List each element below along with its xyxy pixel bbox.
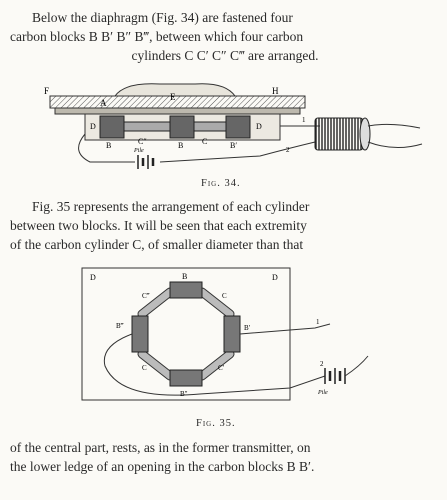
carbon-block (169, 115, 195, 139)
text-line: the lower ledge of an opening in the car… (10, 459, 315, 474)
label-E: E (170, 92, 176, 102)
figure-34-diagram: F A E H D D B C″ B C B′ 1 2 Pile (44, 83, 423, 169)
carbon-block (223, 315, 241, 353)
label-C: C (202, 137, 207, 146)
text-line: of the carbon cylinder C, of smaller dia… (10, 237, 304, 252)
induction-coil (314, 117, 364, 151)
text-line: Fig. 35 represents the arrangement of ea… (32, 199, 310, 214)
label-1: 1 (302, 116, 306, 124)
wire (103, 333, 326, 396)
paragraph-fig35-intro: Fig. 35 represents the arrangement of ea… (10, 197, 440, 254)
carbon-block (169, 369, 203, 387)
paragraph-intro: Below the diaphragm (Fig. 34) are fasten… (10, 8, 440, 65)
label-D: D (256, 122, 262, 131)
carbon-block (99, 115, 125, 139)
label-B: B (178, 141, 183, 150)
label-2: 2 (286, 146, 290, 154)
carbon-block (169, 281, 203, 299)
wire (367, 141, 423, 148)
label-B: B (182, 272, 187, 281)
text-line: carbon blocks B B′ B″ B‴, between which … (10, 29, 304, 44)
figure-35-caption: Fig. 35. (196, 418, 236, 429)
carbon-block (225, 115, 251, 139)
label-C: C″ (138, 137, 147, 146)
wire (78, 133, 135, 163)
label-D: D (90, 122, 96, 131)
carbon-ring (131, 281, 241, 387)
diaphragm (54, 107, 301, 115)
text-line: of the central part, rests, as in the fo… (10, 440, 311, 455)
label-2: 2 (320, 360, 324, 368)
label-pile: Pile (317, 390, 328, 396)
label-C: C (142, 364, 147, 372)
label-B: B (106, 141, 111, 150)
label-A: A (100, 98, 107, 108)
label-H: H (272, 86, 279, 96)
figure-35-diagram: D D B C‴ C B‴ B′ C C′ B″ 1 2 Pile (81, 267, 369, 401)
label-B: B″ (180, 390, 188, 398)
text-line: Below the diaphragm (Fig. 34) are fasten… (32, 10, 293, 25)
label-C: C′ (218, 364, 225, 372)
label-pile: Pile (133, 148, 144, 154)
label-B: B′ (230, 141, 237, 150)
label-B: B′ (244, 324, 251, 332)
battery-icon (324, 368, 346, 384)
mouthpiece (114, 83, 236, 97)
carbon-cylinder (123, 121, 171, 132)
battery-icon (137, 155, 155, 169)
label-1: 1 (316, 318, 320, 326)
figure-34-caption: Fig. 34. (201, 178, 241, 189)
label-D: D (272, 273, 278, 282)
frame-top (49, 95, 306, 109)
carbon-block (131, 315, 149, 353)
coil-end (359, 117, 371, 151)
label-D: D (90, 273, 96, 282)
wire (344, 355, 369, 377)
wire (367, 123, 421, 129)
label-B: B‴ (116, 322, 124, 330)
carbon-cylinder (193, 121, 227, 132)
label-C: C‴ (142, 292, 150, 300)
wire (159, 141, 316, 163)
text-line: cylinders C C′ C″ C‴ are arranged. (131, 48, 319, 63)
figure-35-border (81, 267, 291, 401)
text-line: between two blocks. It will be seen that… (10, 218, 307, 233)
label-C: C (222, 292, 227, 300)
wire (239, 323, 331, 335)
label-F: F (44, 86, 49, 96)
paragraph-conclusion: of the central part, rests, as in the fo… (10, 438, 440, 476)
